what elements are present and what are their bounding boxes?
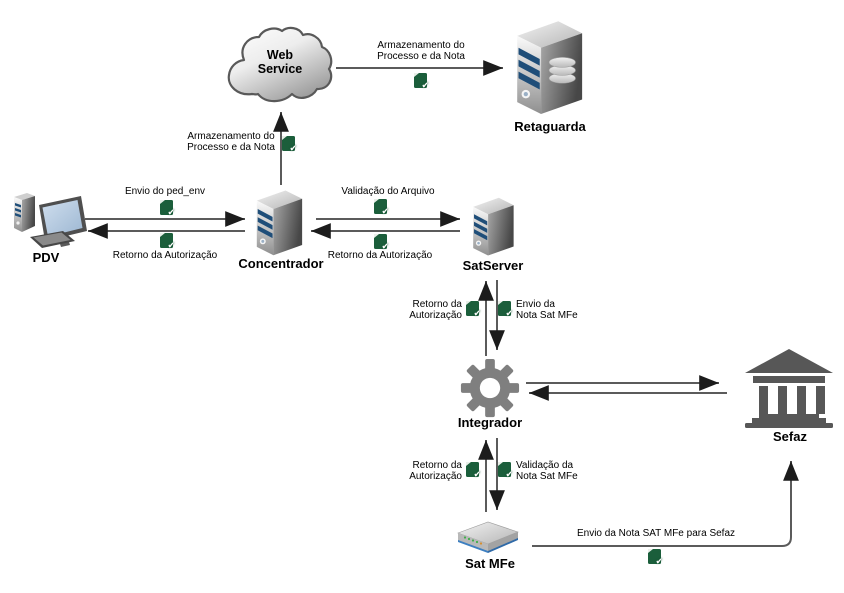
xml-check-icon	[498, 301, 513, 319]
edge-label-armazenamento-topo: Armazenamento do Processo e da Nota	[377, 40, 465, 62]
node-label-sefaz: Sefaz	[773, 429, 807, 444]
node-label-integrador: Integrador	[457, 415, 523, 430]
xml-check-icon	[414, 73, 429, 91]
xml-check-icon	[374, 199, 389, 217]
node-label-web-service: Web Service	[257, 48, 303, 76]
node-label-concentrador: Concentrador	[238, 256, 324, 271]
edge-label-envio-nota-sefaz: Envio da Nota SAT MFe para Sefaz	[576, 528, 736, 539]
node-label-satserver: SatServer	[462, 258, 524, 273]
xml-check-icon	[160, 200, 175, 218]
edge-label-retorno-autorizacao-pdv: Retorno da Autorização	[112, 250, 218, 261]
node-label-pdv: PDV	[32, 250, 60, 265]
gear-icon	[460, 358, 520, 418]
desktop-computer-icon	[14, 193, 87, 248]
edge-label-validacao-arquivo: Validação do Arquivo	[341, 186, 435, 197]
xml-check-icon	[160, 233, 175, 251]
xml-check-icon	[498, 462, 513, 480]
xml-check-icon	[466, 462, 481, 480]
xml-check-icon	[374, 234, 389, 252]
edge-label-envio-nota-sat-mfe: Envio da Nota Sat MFe	[516, 299, 578, 321]
server-icon	[473, 197, 514, 256]
xml-check-icon	[466, 301, 481, 319]
edge-label-retorno-autorizacao-integrador: Retorno da Autorização	[409, 299, 462, 321]
node-label-retaguarda: Retaguarda	[514, 119, 586, 134]
server-icon	[256, 190, 303, 256]
edge-label-retorno-autorizacao-sat-mfe: Retorno da Autorização	[409, 460, 462, 482]
edge-label-envio-ped-env: Envio do ped_env	[124, 186, 206, 197]
sat-device-icon	[457, 521, 519, 554]
edge-label-armazenamento-vertical: Armazenamento do Processo e da Nota	[187, 131, 275, 153]
edge-label-retorno-autorizacao-satserver: Retorno da Autorização	[327, 250, 433, 261]
node-label-sat-mfe: Sat MFe	[465, 556, 515, 571]
xml-check-icon	[648, 549, 663, 567]
xml-check-icon	[282, 136, 297, 154]
arrow-satmfe-to-sefaz	[532, 461, 799, 547]
edge-label-validacao-nota-sat-mfe: Validação da Nota Sat MFe	[516, 460, 578, 482]
government-building-icon	[745, 349, 833, 428]
database-server-icon	[517, 21, 582, 114]
